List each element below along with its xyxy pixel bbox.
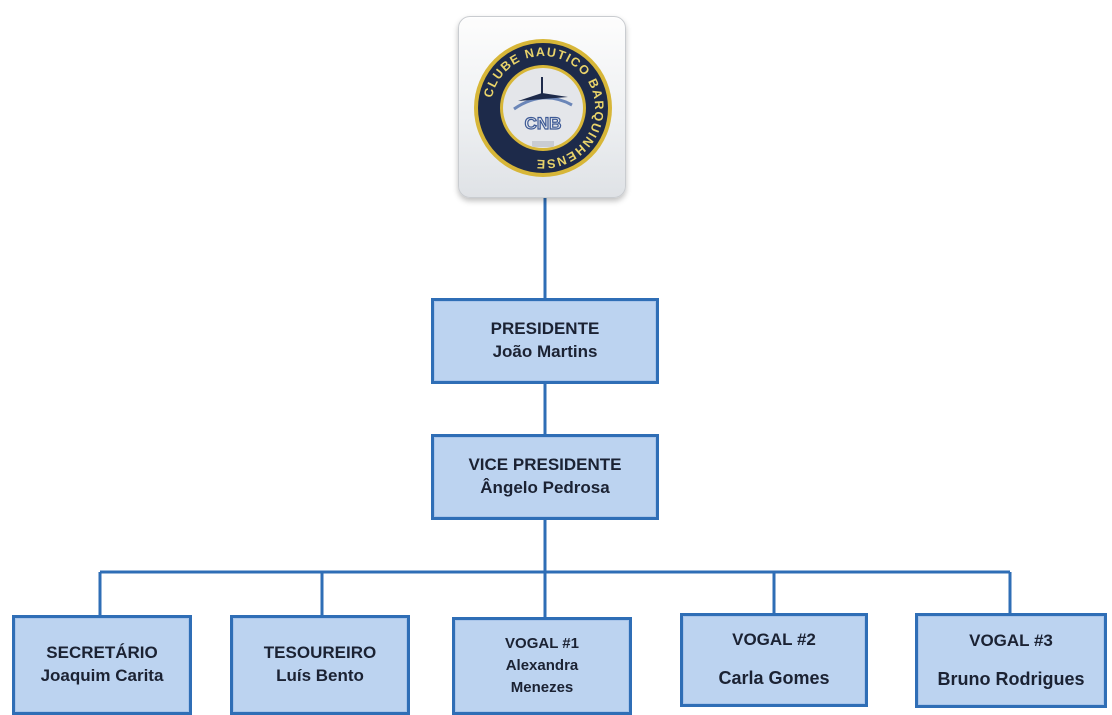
president-name: João Martins <box>492 342 598 361</box>
emblem-plaque <box>532 141 554 147</box>
vogal-2-title: VOGAL #2 <box>732 630 816 650</box>
president-box: PRESIDENTE João Martins <box>431 298 659 384</box>
vogal-1-name-line2: Menezes <box>510 678 574 696</box>
vogal-3-box: VOGAL #3 Bruno Rodrigues <box>915 613 1107 708</box>
secretary-name: Joaquim Carita <box>40 666 164 685</box>
vogal-3-name: Bruno Rodrigues <box>937 668 1085 689</box>
treasurer-box: TESOUREIRO Luís Bento <box>230 615 410 715</box>
treasurer-name: Luís Bento <box>276 666 364 685</box>
vogal-3-title: VOGAL #3 <box>969 630 1053 650</box>
president-title: PRESIDENTE <box>490 319 600 339</box>
emblem-monogram: CNB <box>525 114 562 133</box>
club-emblem: CLUBE NAUTICO BARQUINHENSE CNB <box>474 39 612 177</box>
vice-president-box: VICE PRESIDENTE Ângelo Pedrosa <box>431 434 659 520</box>
vogal-1-name-line1: Alexandra <box>505 657 579 675</box>
secretary-box: SECRETÁRIO Joaquim Carita <box>12 615 192 715</box>
vogal-1-box: VOGAL #1 Alexandra Menezes <box>452 617 632 715</box>
vice-president-title: VICE PRESIDENTE <box>468 455 622 475</box>
vogal-1-title: VOGAL #1 <box>505 635 579 653</box>
vogal-2-name: Carla Gomes <box>718 668 830 689</box>
emblem-center <box>503 68 583 148</box>
vice-president-name: Ângelo Pedrosa <box>480 478 610 497</box>
treasurer-title: TESOUREIRO <box>263 643 377 663</box>
secretary-title: SECRETÁRIO <box>46 643 158 663</box>
vogal-2-box: VOGAL #2 Carla Gomes <box>680 613 868 707</box>
club-logo-card: CLUBE NAUTICO BARQUINHENSE CNB <box>458 16 626 198</box>
